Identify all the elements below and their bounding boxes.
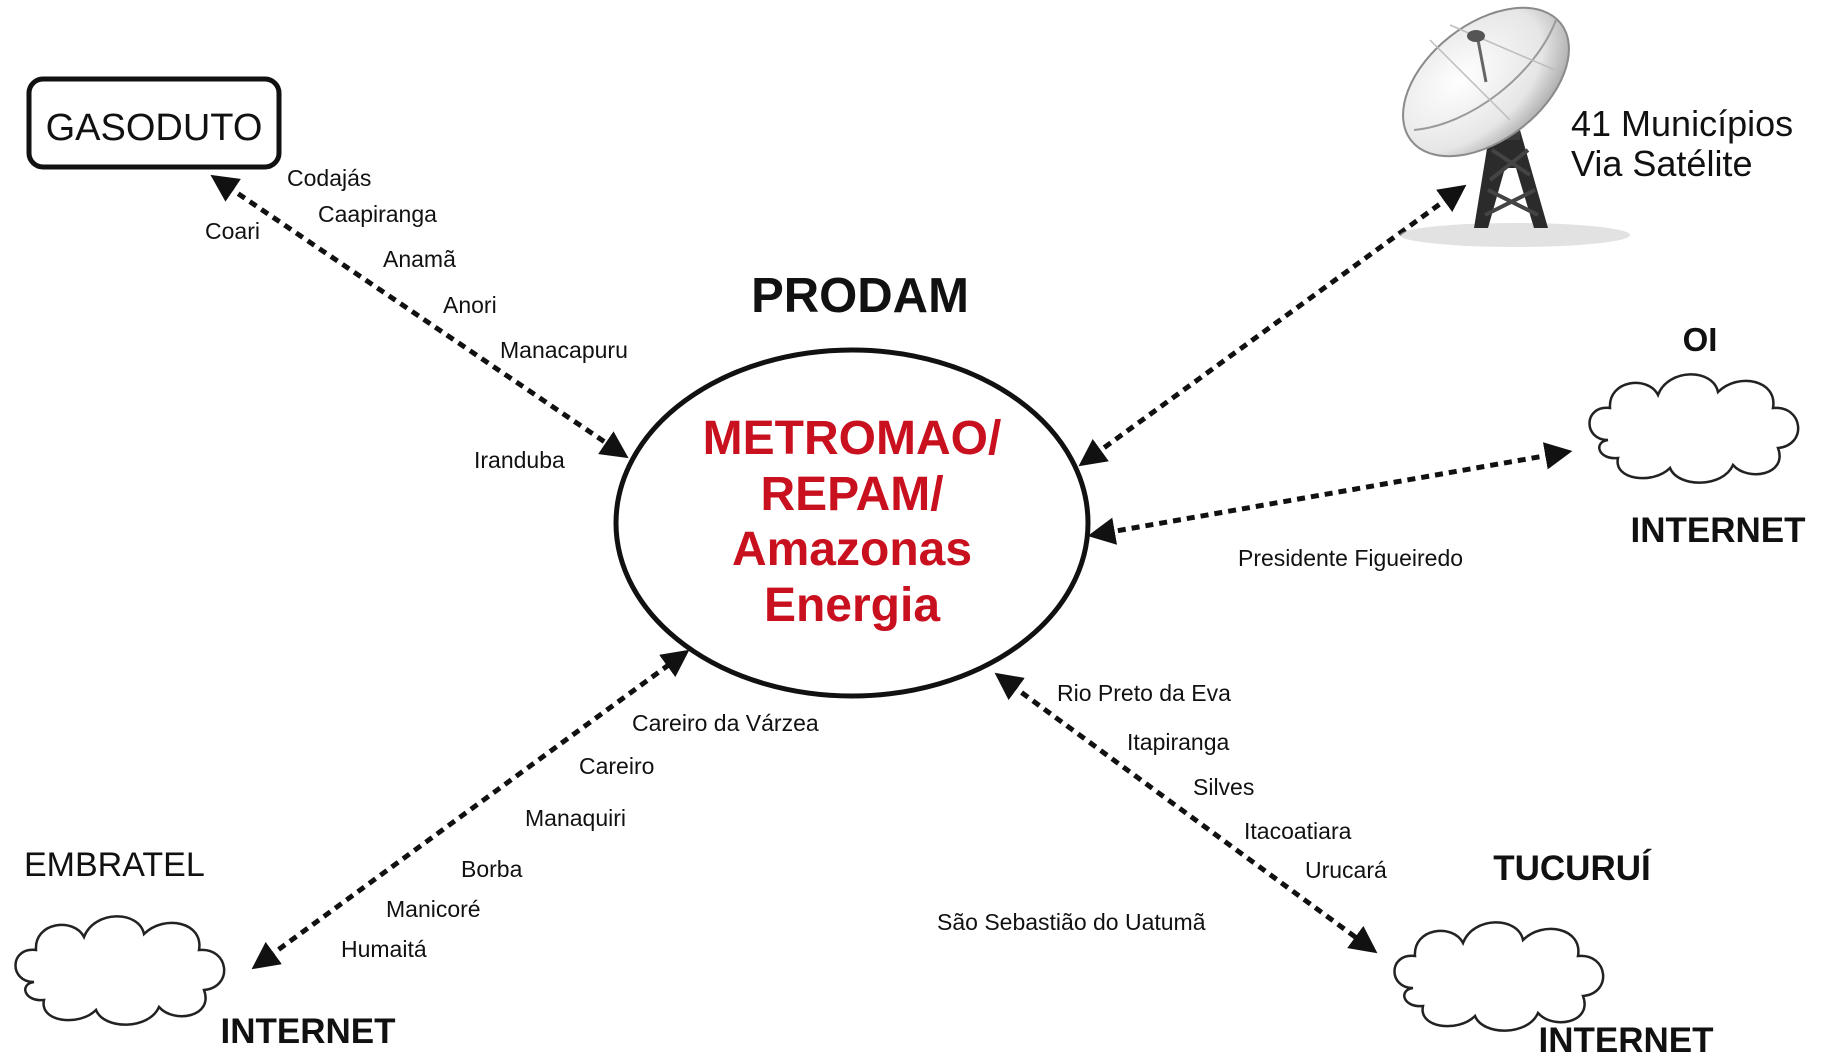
gasoduto-box [26, 76, 282, 170]
satellite-dish-icon [1400, 6, 1630, 247]
satellite-line-2: Via Satélite [1571, 143, 1752, 184]
tucurui-towns: Rio Preto da Eva Itapiranga Silves Itaco… [937, 680, 1387, 935]
town-manicore: Manicoré [386, 896, 481, 922]
satellite-label: 41 Municípios Via Satélite [1571, 103, 1793, 184]
central-line-4: Energia [764, 579, 940, 632]
satellite-link [1078, 184, 1467, 467]
oi-internet-label: INTERNET [1631, 511, 1806, 550]
tucurui-name: TUCURUÍ [1493, 848, 1652, 888]
embratel-cloud-icon [14, 915, 226, 1026]
oi-link [1087, 442, 1573, 545]
oi-name: OI [1683, 321, 1718, 358]
town-humaita: Humaitá [341, 936, 427, 962]
town-itapiranga: Itapiranga [1127, 729, 1230, 755]
central-line-3: Amazonas [732, 523, 972, 576]
town-coari: Coari [205, 218, 260, 244]
central-node-ellipse [613, 347, 1091, 699]
gasoduto-label: GASODUTO [46, 107, 263, 149]
town-silves: Silves [1193, 774, 1254, 800]
town-careiro-da-varzea: Careiro da Várzea [632, 710, 819, 736]
central-node-label: METROMAO/ REPAM/ Amazonas Energia [703, 412, 1002, 632]
town-caapiranga: Caapiranga [318, 201, 437, 227]
town-itacoatiara: Itacoatiara [1244, 818, 1352, 844]
satellite-line-1: 41 Municípios [1571, 103, 1793, 144]
town-manaquiri: Manaquiri [525, 805, 626, 831]
embratel-towns: Careiro da Várzea Careiro Manaquiri Borb… [341, 710, 819, 962]
town-borba: Borba [461, 856, 523, 882]
central-line-1: METROMAO/ [703, 412, 1002, 465]
town-urucara: Urucará [1305, 857, 1387, 883]
tucurui-internet-label: INTERNET [1539, 1021, 1714, 1055]
embratel-internet-label: INTERNET [221, 1012, 396, 1051]
town-manacapuru: Manacapuru [500, 337, 628, 363]
town-presidente-figueiredo: Presidente Figueiredo [1238, 545, 1463, 571]
tucurui-link [994, 672, 1378, 954]
prodam-title: PRODAM [751, 269, 969, 323]
town-iranduba: Iranduba [474, 447, 565, 473]
gasoduto-towns: Codajás Caapiranga Coari Anamã Anori Man… [205, 165, 628, 473]
town-careiro: Careiro [579, 753, 654, 779]
town-sao-sebastiao-do-uatuma: São Sebastião do Uatumã [937, 909, 1206, 935]
oi-cloud-icon [1588, 373, 1800, 484]
town-anama: Anamã [383, 246, 456, 272]
town-anori: Anori [443, 292, 497, 318]
town-codajas: Codajás [287, 165, 371, 191]
town-rio-preto-da-eva: Rio Preto da Eva [1057, 680, 1231, 706]
central-line-2: REPAM/ [760, 468, 943, 521]
embratel-link [251, 649, 690, 970]
embratel-name: EMBRATEL [24, 846, 205, 884]
tucurui-cloud-icon [1393, 921, 1605, 1032]
gasoduto-link [210, 174, 629, 459]
